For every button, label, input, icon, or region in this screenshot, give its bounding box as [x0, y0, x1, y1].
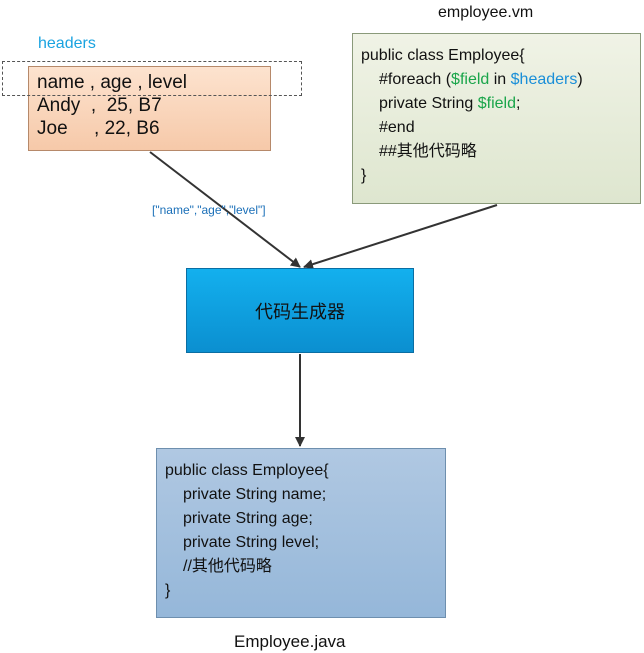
code-line: }	[361, 167, 367, 184]
code-line: //其他代码略	[183, 558, 272, 575]
code-text: #foreach (	[379, 71, 452, 88]
code-line: private String age;	[183, 510, 313, 527]
arrow-template-to-generator	[303, 204, 498, 270]
code-text: ;	[515, 95, 521, 112]
generator-label: 代码生成器	[255, 301, 345, 322]
code-line: private String level;	[183, 534, 320, 551]
code-text: private String	[379, 95, 478, 112]
code-text: in	[489, 71, 511, 88]
template-variable: $field	[451, 71, 490, 88]
java-file-title: Employee.java	[234, 632, 346, 651]
arrow-headers-to-generator	[149, 151, 301, 268]
csv-data-box: name , age , level Andy , 25, B7 Joe , 2…	[28, 66, 271, 151]
template-code-box: public class Employee{ #foreach ($field …	[352, 33, 641, 204]
code-line: private String name;	[183, 486, 327, 503]
code-line: ##其他代码略	[379, 143, 477, 160]
code-line: #foreach ($field in $headers)	[361, 68, 632, 92]
code-line: public class Employee{	[165, 462, 329, 479]
csv-row: Joe , 22, B6	[37, 118, 160, 139]
code-line: #end	[379, 119, 415, 136]
code-text: )	[577, 71, 583, 88]
code-line: }	[165, 582, 171, 599]
code-line: public class Employee{	[361, 47, 525, 64]
template-variable: $headers	[510, 71, 578, 88]
template-file-title: employee.vm	[438, 4, 534, 21]
csv-header-row: name , age , level	[37, 72, 187, 93]
headers-array-label: ["name","age","level"]	[152, 203, 266, 217]
headers-highlight	[2, 61, 302, 96]
template-variable: $field	[477, 95, 516, 112]
csv-row: Andy , 25, B7	[37, 95, 162, 116]
headers-label: headers	[38, 35, 96, 52]
code-generator-box: 代码生成器	[186, 268, 414, 353]
code-line: private String $field;	[361, 92, 632, 116]
java-output-box: public class Employee{ private String na…	[156, 448, 446, 618]
